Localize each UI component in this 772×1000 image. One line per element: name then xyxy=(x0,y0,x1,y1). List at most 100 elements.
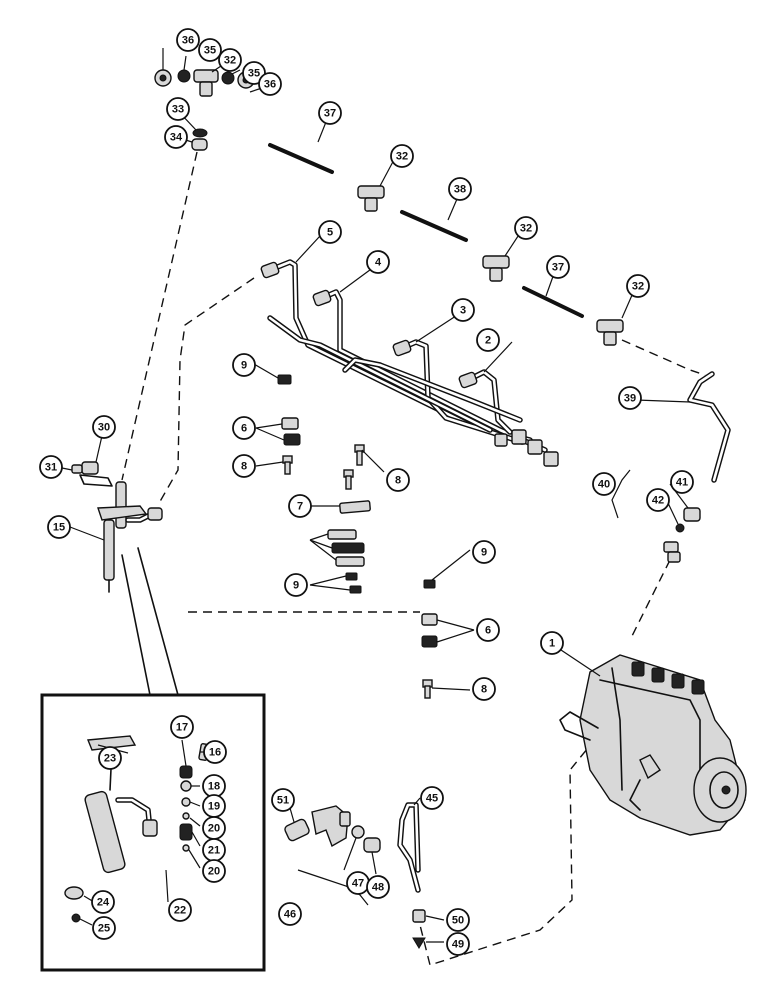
callout-number: 15 xyxy=(53,522,65,534)
callout-number: 30 xyxy=(98,422,110,434)
callout-number: 38 xyxy=(454,184,466,196)
callout-circle xyxy=(232,353,256,377)
callout-50: 50 xyxy=(446,908,470,932)
callout-number: 37 xyxy=(552,262,564,274)
callout-circle xyxy=(98,746,122,770)
callout-4: 4 xyxy=(366,250,390,274)
callout-circle xyxy=(47,515,71,539)
callout-22: 22 xyxy=(168,898,192,922)
injector-15 xyxy=(97,481,163,593)
callout-circle xyxy=(646,488,670,512)
callout-number: 4 xyxy=(375,257,382,269)
part-17 xyxy=(179,765,193,779)
callout-number: 22 xyxy=(174,905,186,917)
pipe-37-lower xyxy=(522,286,584,318)
clamp-6-a xyxy=(281,417,299,430)
callout-number: 49 xyxy=(452,939,464,951)
clamp-30 xyxy=(79,461,113,487)
callout-number: 37 xyxy=(324,108,336,120)
callout-circle xyxy=(271,788,295,812)
part-20-upper xyxy=(182,812,190,820)
callout-number: 48 xyxy=(372,882,384,894)
callout-18: 18 xyxy=(202,774,226,798)
callout-circle xyxy=(390,144,414,168)
washer-35-right xyxy=(221,71,235,85)
fitting-51 xyxy=(284,818,310,842)
part-18 xyxy=(180,780,192,792)
clip-9-c xyxy=(345,572,358,581)
callout-31: 31 xyxy=(39,455,63,479)
screw-8-upper xyxy=(354,444,365,466)
elbow-fitting xyxy=(311,805,351,848)
callout-25: 25 xyxy=(92,916,116,940)
callout-circle xyxy=(176,28,200,52)
callout-circle xyxy=(198,38,222,62)
callout-circle xyxy=(232,454,256,478)
callout-circle xyxy=(164,125,188,149)
washer-24 xyxy=(64,886,84,900)
callout-34: 34 xyxy=(164,125,188,149)
fitting-49 xyxy=(412,937,426,949)
callout-number: 31 xyxy=(45,462,57,474)
callout-number: 8 xyxy=(481,684,487,696)
callout-9: 9 xyxy=(232,353,256,377)
callout-1: 1 xyxy=(540,631,564,655)
washer-47 xyxy=(351,825,365,839)
plate-7 xyxy=(339,500,371,514)
callout-32: 32 xyxy=(218,48,242,72)
callout-circle xyxy=(618,386,642,410)
part-20-lower xyxy=(182,844,190,852)
callout-37: 37 xyxy=(546,255,570,279)
clamp-6-f xyxy=(421,613,438,626)
callout-35: 35 xyxy=(198,38,222,62)
callout-3: 3 xyxy=(451,298,475,322)
spring-21 xyxy=(179,823,193,841)
callout-number: 32 xyxy=(396,151,408,163)
callout-number: 6 xyxy=(241,423,247,435)
adapter-fitting xyxy=(663,541,681,563)
callout-circle xyxy=(476,618,500,642)
screw-8-lower xyxy=(422,679,433,699)
callout-circle xyxy=(451,298,475,322)
callout-circle xyxy=(366,250,390,274)
callout-number: 33 xyxy=(172,104,184,116)
callout-32: 32 xyxy=(390,144,414,168)
nut-48 xyxy=(363,837,381,853)
callout-20: 20 xyxy=(202,816,226,840)
clip-9-e xyxy=(423,579,436,589)
callout-circle xyxy=(386,468,410,492)
pipe-38 xyxy=(400,210,468,242)
callout-number: 18 xyxy=(208,781,220,793)
callout-number: 50 xyxy=(452,915,464,927)
callout-number: 1 xyxy=(549,638,555,650)
injector-assembly xyxy=(71,461,163,593)
callout-circle xyxy=(592,472,616,496)
washer-35-left xyxy=(177,69,191,83)
callout-number: 25 xyxy=(98,923,110,935)
callout-46: 46 xyxy=(278,902,302,926)
injector-pipe-bundle xyxy=(260,259,559,467)
callout-circle xyxy=(472,677,496,701)
callout-30: 30 xyxy=(92,415,116,439)
washer-33 xyxy=(192,128,208,138)
bracket-23 xyxy=(87,735,137,751)
callout-number: 7 xyxy=(297,501,303,513)
callout-number: 35 xyxy=(248,68,260,80)
callout-number: 32 xyxy=(224,55,236,67)
callout-number: 51 xyxy=(277,795,289,807)
callout-circle xyxy=(218,48,242,72)
callout-number: 21 xyxy=(208,845,220,857)
callout-circle xyxy=(446,932,470,956)
callout-number: 39 xyxy=(624,393,636,405)
callout-number: 16 xyxy=(209,747,221,759)
callout-circle xyxy=(278,902,302,926)
clamp-6-e xyxy=(335,556,365,567)
callout-17: 17 xyxy=(170,715,194,739)
callout-number: 9 xyxy=(481,547,487,559)
nut-31 xyxy=(71,464,83,474)
callout-number: 2 xyxy=(485,335,491,347)
callout-circle xyxy=(448,177,472,201)
callout-circle xyxy=(39,455,63,479)
callout-number: 34 xyxy=(170,132,183,144)
bracket-46 xyxy=(297,869,369,906)
